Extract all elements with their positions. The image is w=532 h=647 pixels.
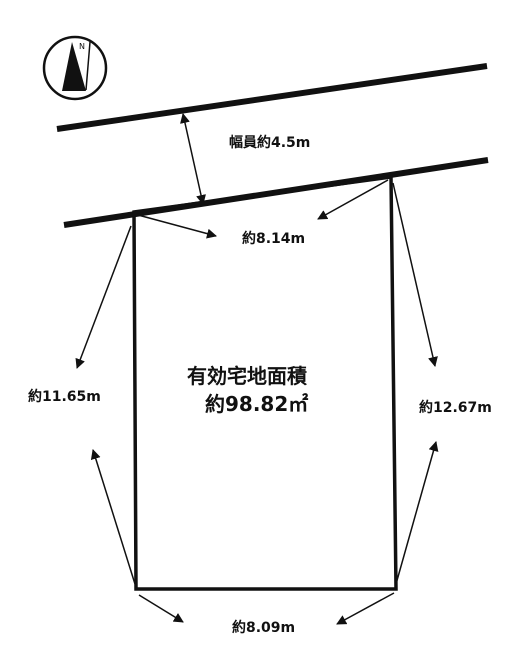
right-arrow-top: [392, 182, 438, 367]
compass-circle: [42, 35, 108, 101]
left-arrow-bottom: [90, 449, 136, 585]
rear-arrow-left: [138, 594, 184, 623]
road-edge-far: [56, 63, 488, 132]
left-length-label: 約11.65m: [28, 389, 101, 405]
left-arrow-top: [75, 225, 132, 369]
area-value: 約98.82㎡: [205, 392, 309, 416]
road-width-label: 幅員約4.5m: [229, 135, 311, 151]
rear-length-label: 約8.09m: [232, 620, 296, 636]
north-arrow-icon: N: [42, 35, 108, 101]
lot-boundary: [132, 174, 398, 591]
front-arrow-right: [317, 179, 389, 220]
front-arrow-left: [137, 214, 217, 239]
right-arrow-bottom: [395, 441, 439, 585]
front-length-label: 約8.14m: [242, 231, 306, 247]
road-width-arrow: [180, 113, 206, 205]
rear-arrow-right: [336, 592, 395, 625]
right-length-label: 約12.67m: [419, 400, 492, 416]
north-pointer-edge: [85, 41, 91, 91]
area-title: 有効宅地面積: [187, 364, 307, 388]
north-pointer: [62, 42, 86, 91]
north-label: N: [79, 42, 85, 51]
